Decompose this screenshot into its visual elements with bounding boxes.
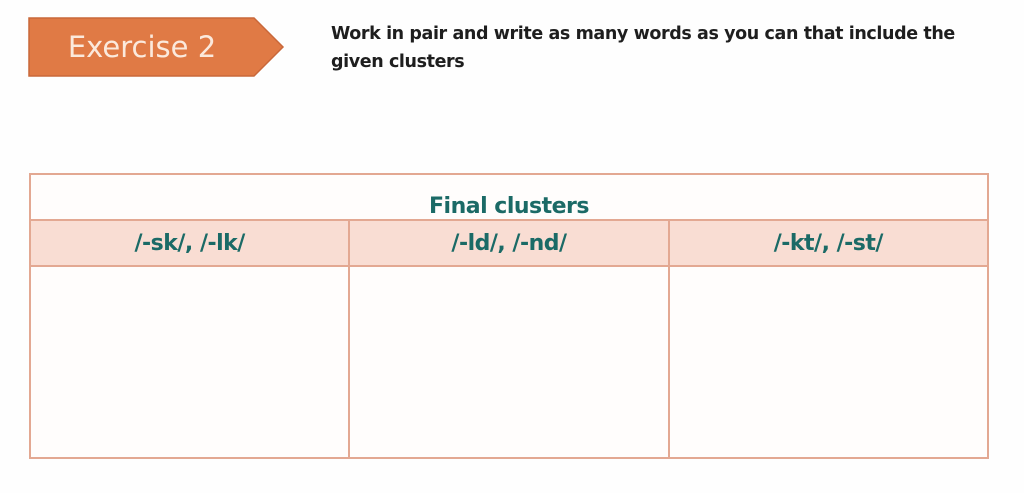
table-title: Final clusters xyxy=(29,173,989,221)
column-header-sk-lk: /-sk/, /-lk/ xyxy=(28,219,351,267)
answer-cell-sk-lk[interactable] xyxy=(28,265,351,459)
column-header-ld-nd: /-ld/, /-nd/ xyxy=(348,219,670,267)
exercise-badge: Exercise 2 xyxy=(28,17,285,77)
answer-cell-kt-st[interactable] xyxy=(667,265,990,459)
clusters-table: Final clusters /-sk/, /-lk/ /-ld/, /-nd/… xyxy=(28,173,990,459)
instruction-text: Work in pair and write as many words as … xyxy=(331,24,955,72)
answer-cell-ld-nd[interactable] xyxy=(348,265,670,459)
exercise-label: Exercise 2 xyxy=(67,30,217,64)
column-header-kt-st: /-kt/, /-st/ xyxy=(667,219,990,267)
arrow-pentagon-shape xyxy=(28,17,285,77)
